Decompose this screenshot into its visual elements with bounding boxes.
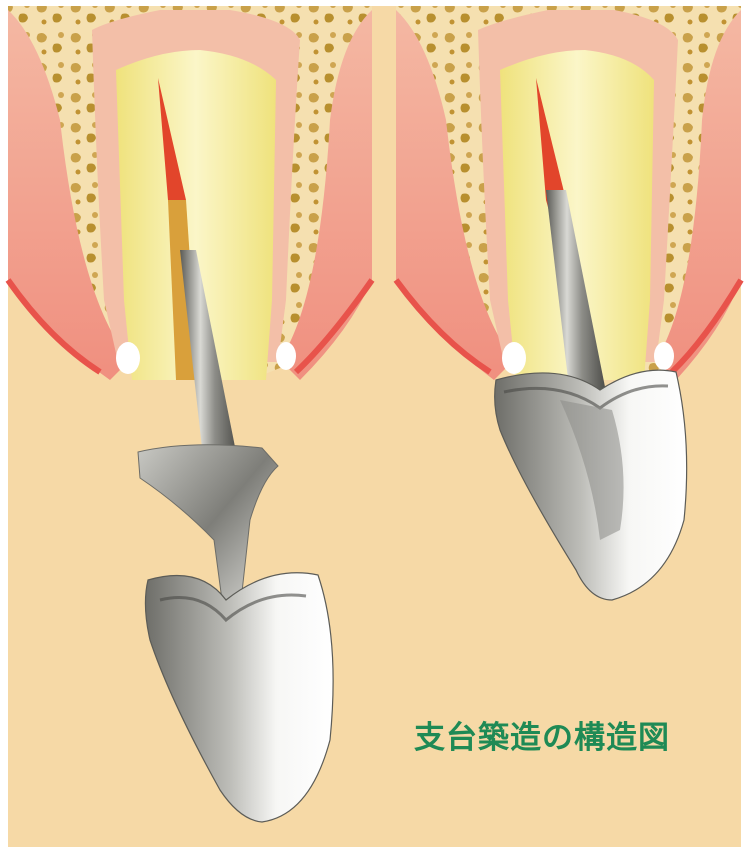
diagram-caption: 支台築造の構造図 (414, 712, 670, 757)
